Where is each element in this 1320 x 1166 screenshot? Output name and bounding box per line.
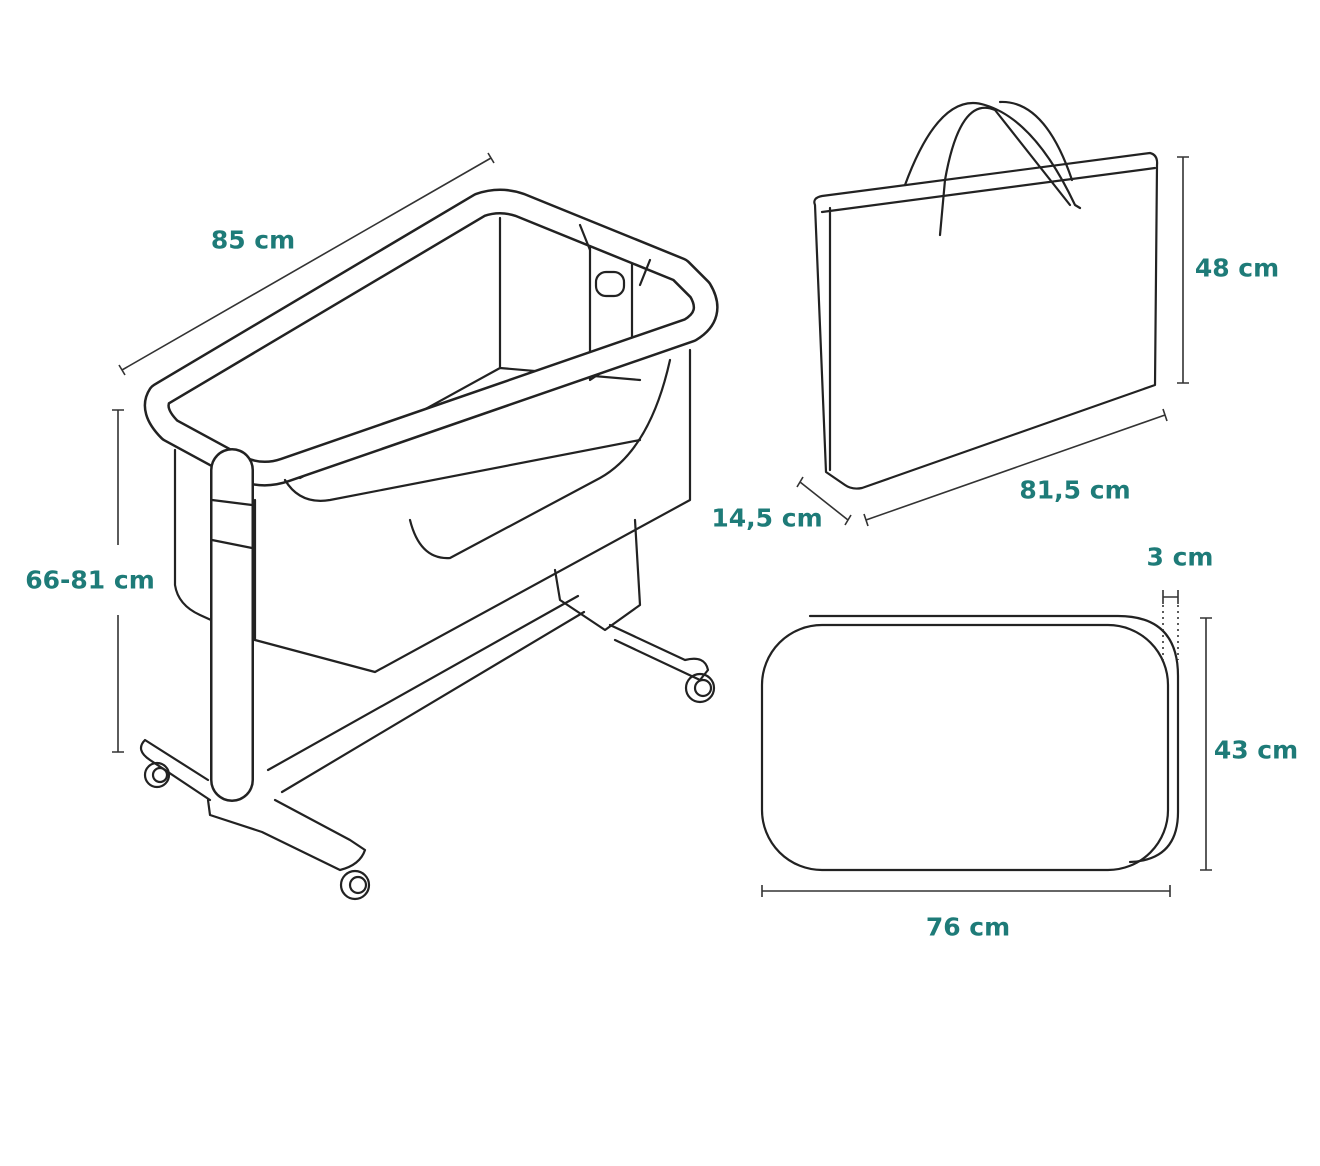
mattress-illustration (760, 614, 1180, 872)
bag-dimension-lines (796, 156, 1189, 527)
bassinet-illustration (139, 188, 719, 901)
mattress-dimension-lines (761, 590, 1212, 897)
mattress-thickness-label: 3 cm (1146, 542, 1214, 572)
bassinet-dimension-lines (112, 152, 495, 753)
bag-width-label: 81,5 cm (1019, 475, 1131, 505)
bag-illustration (813, 100, 1159, 490)
bassinet-length-label: 85 cm (210, 225, 296, 255)
mattress-depth-label: 43 cm (1213, 735, 1299, 765)
mattress-width-label: 76 cm (925, 912, 1011, 942)
bag-height-label: 48 cm (1194, 253, 1280, 283)
bag-depth-label: 14,5 cm (711, 503, 823, 533)
bassinet-height-label: 66-81 cm (25, 565, 155, 595)
